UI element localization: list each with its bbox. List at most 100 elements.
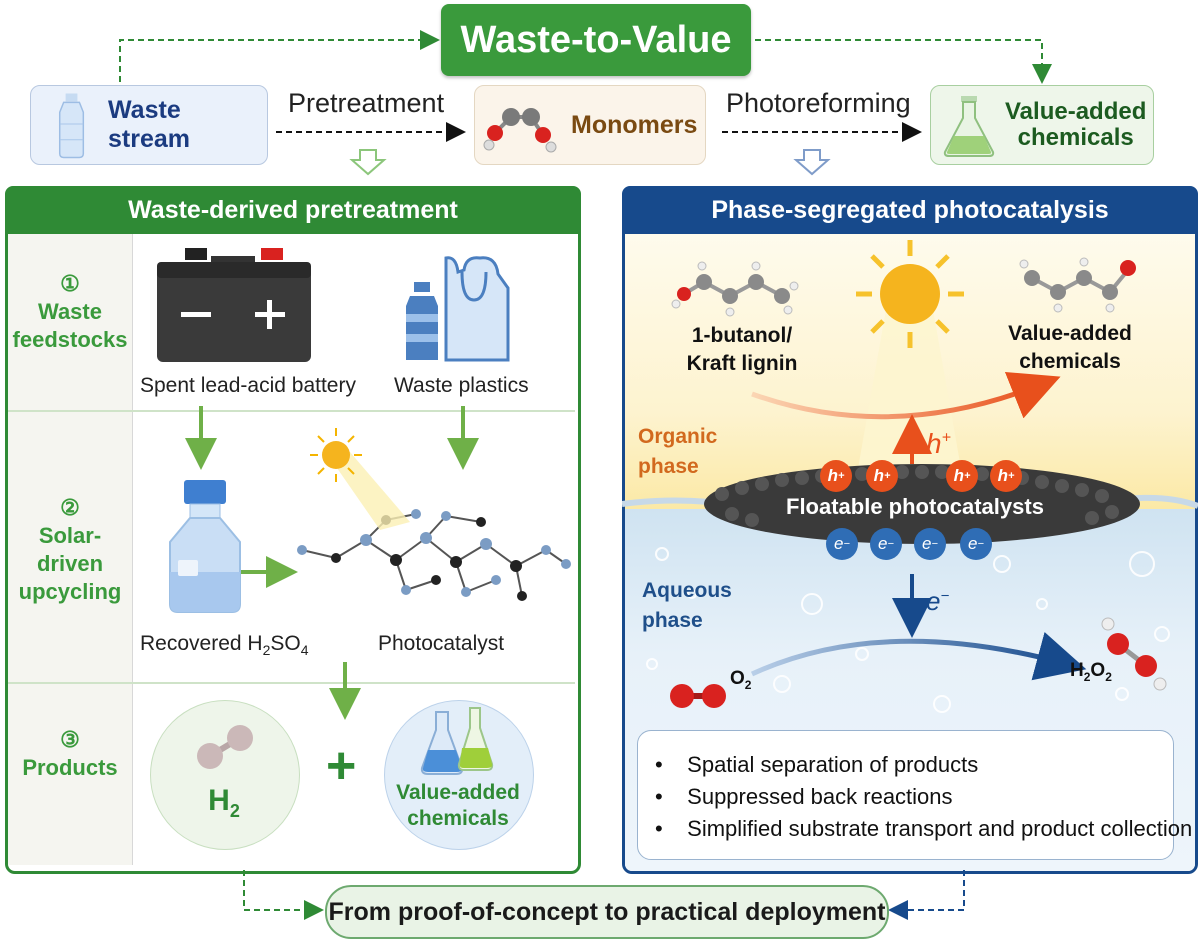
row1-line2: feedstocks [12,327,128,352]
left-flow-arrows [185,406,479,720]
electron-badge-sup: − [843,538,850,550]
vac-product-circle [384,700,534,850]
acid-caption-sub1: 2 [262,642,271,659]
monomer-molecule-icon [483,108,557,153]
row3-line1: Products [22,755,118,780]
small-sun-icon [310,428,410,530]
vac-line1: Value-added [1005,98,1147,125]
column-divider [132,234,133,865]
hole-badge-h: h [997,466,1008,485]
monomers-box: Monomers [474,85,706,165]
hole-badge-h: h [827,466,838,485]
main-title-text: Waste-to-Value [460,18,732,61]
battery-caption: Spent lead-acid battery [140,374,356,397]
row2-line1: Solar-driven [36,523,104,576]
h2o2-a: H [1070,660,1084,681]
row2-number: ② [60,495,80,520]
organic-line2: phase [638,455,699,478]
hole-badge-h: h [953,466,964,485]
monomers-label: Monomers [571,110,698,139]
row1-number: ① [60,271,80,296]
left-panel-header: Waste-derived pretreatment [5,186,581,234]
waste-stream-label: Waste stream [108,96,191,153]
hole-badge-sup: + [837,470,845,482]
h2-sub: 2 [229,801,240,821]
reactant-line2: Kraft lignin [686,352,798,375]
row3-number: ③ [60,727,80,752]
reactant-line1: 1-butanol/ [691,324,793,347]
left-panel-header-text: Waste-derived pretreatment [128,195,458,224]
h2-molecule-icon [197,725,253,769]
main-title: Waste-to-Value [441,4,751,76]
row1-label: ① Waste feedstocks [8,270,132,354]
acid-caption-part2: SO [270,632,301,655]
bullet-item: • Simplified substrate transport and pro… [655,816,1193,841]
right-panel-header: Phase-segregated photocatalysis [622,186,1198,234]
vac-product-label: Value-added chemicals [384,780,532,832]
organic-line1: Organic [638,425,718,448]
h2o2-label: H2O2 [1070,660,1112,684]
row-divider-1 [8,410,575,412]
bullet-text-2: Suppressed back reactions [687,784,953,809]
plus-sign: + [326,737,357,795]
row3-label: ③ Products [8,726,132,782]
battery-icon [157,248,311,362]
photocatalyst-network-icon [297,509,571,601]
acid-bottle-icon [169,480,241,613]
bullet-text-3: Simplified substrate transport and produ… [687,816,1193,841]
electron-badge-e: e [922,534,932,553]
flasks-icon [420,707,494,775]
bullet-item: • Spatial separation of products [655,752,979,777]
row2-label: ② Solar-driven upcycling [8,494,132,606]
organic-phase-label: Organic phase [638,422,717,482]
hole-badge: h+ [946,460,978,492]
hole-badge: h+ [866,460,898,492]
electron-badge: e− [914,528,946,560]
hole-badge-sup: + [963,470,971,482]
flask-icon [943,96,995,157]
electron-badge: e− [826,528,858,560]
aqueous-phase-label: Aqueous phase [642,576,732,636]
hole-badge-sup: + [883,470,891,482]
vac-product-line1: Value-added [396,781,520,804]
row1-line1: Waste [38,299,102,324]
waste-plastics-icon [406,256,510,362]
aqueous-line2: phase [642,609,703,632]
acid-caption-sub2: 4 [300,642,309,659]
bullet-item: • Suppressed back reactions [655,784,953,809]
electron-badge-sup: − [931,538,938,550]
product-line1: Value-added [1008,322,1132,345]
electron-badge-sup: − [977,538,984,550]
acid-caption-part1: Recovered H [140,632,263,655]
photocatalyst-caption: Photocatalyst [378,632,505,655]
reactant-label: 1-butanol/ Kraft lignin [672,322,812,378]
h2-product-circle [150,700,300,850]
vac-line2: chemicals [1017,124,1134,151]
product-line2: chemicals [1019,350,1121,373]
h2-main: H [208,784,230,817]
value-added-chemicals-box: Value-added chemicals [930,85,1154,165]
electron-arrow-e: e [926,586,941,616]
water-bottle-icon [58,93,85,159]
electron-badge-e: e [834,534,844,553]
vac-product-line2: chemicals [407,807,509,830]
hole-badge: h+ [990,460,1022,492]
electron-badge-e: e [878,534,888,553]
photoreforming-label: Photoreforming [726,88,911,118]
bullet-text-1: Spatial separation of products [687,752,979,777]
right-panel-header-text: Phase-segregated photocatalysis [711,195,1109,224]
h2o2-sub2: 2 [1105,669,1112,684]
h2o2-sub1: 2 [1083,669,1091,684]
plastics-caption: Waste plastics [394,374,529,397]
o2-sub: 2 [744,677,752,692]
floatable-photocatalysts-label: Floatable photocatalysts [786,494,1044,519]
hole-badge-h: h [873,466,884,485]
o2-main: O [730,668,745,689]
row-label-column [8,234,132,865]
top-flow-connectors [119,30,1052,176]
hole-badge: h+ [820,460,852,492]
deployment-box: From proof-of-concept to practical deplo… [325,885,889,939]
electron-badge: e− [960,528,992,560]
deployment-text: From proof-of-concept to practical deplo… [328,897,886,926]
bottom-connectors [243,870,965,920]
